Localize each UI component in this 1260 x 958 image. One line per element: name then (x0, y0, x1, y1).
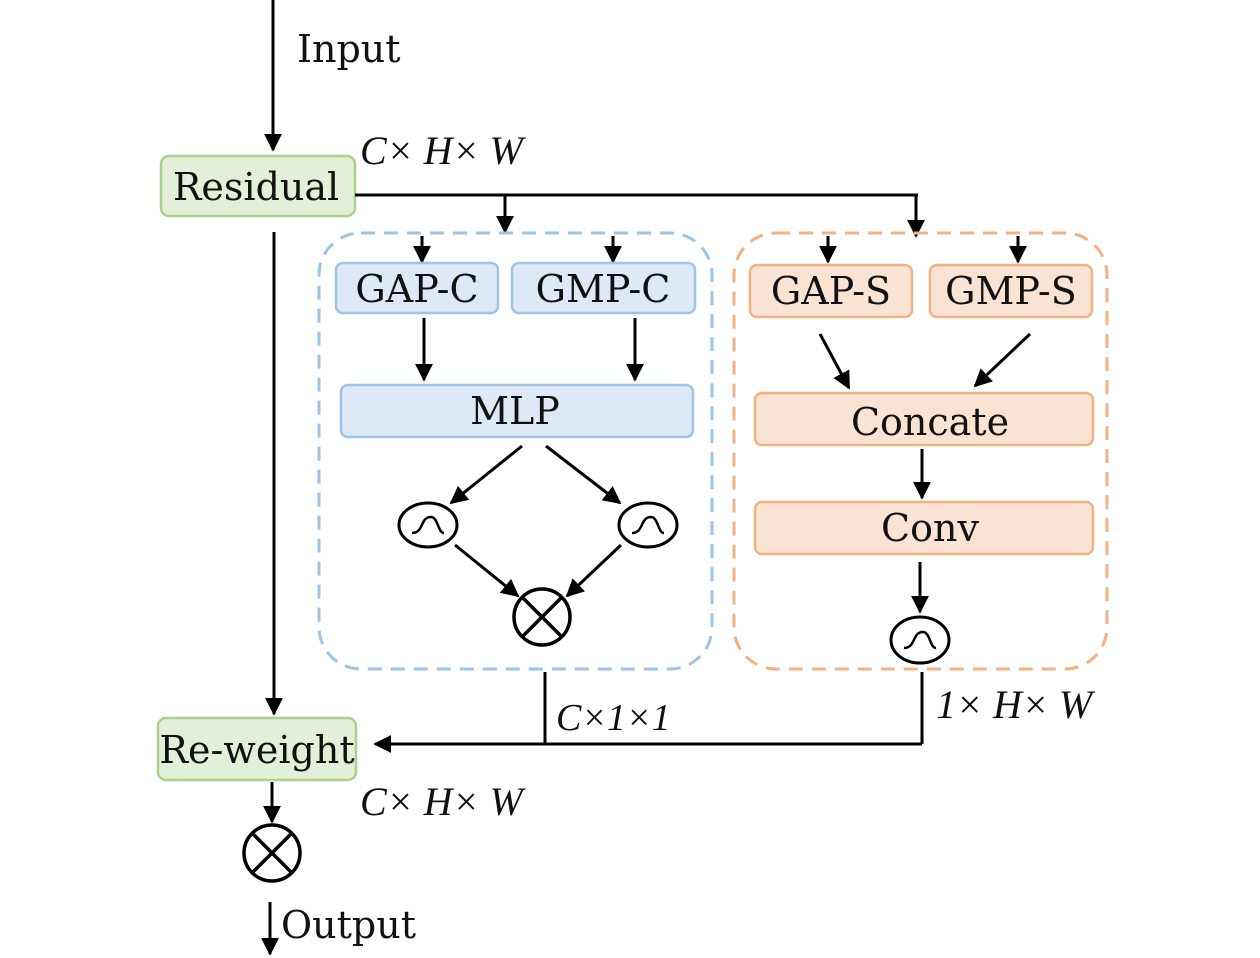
output-label: Output (281, 903, 416, 947)
residual-label: Residual (173, 165, 339, 209)
sigmoid-left-to-multiply-arrow (454, 543, 520, 598)
channel-multiply-icon (512, 587, 572, 647)
residual-dim-label: C× H× W (360, 128, 527, 173)
gmp-s-to-concate-arrow (973, 332, 1032, 388)
concate-block (753, 391, 1095, 447)
input-label: Input (297, 27, 401, 71)
mlp-to-sigmoid-right-arrow (545, 444, 622, 505)
gmp-s-block (928, 263, 1094, 319)
concate-label: Concate (851, 400, 1009, 444)
spatial-attention-box (732, 231, 1109, 671)
reweight-block (156, 716, 358, 782)
gmp-c-label: GMP-C (536, 267, 671, 311)
gap-s-to-concate-arrow (818, 333, 851, 390)
conv-block (753, 500, 1095, 556)
conv-label: Conv (881, 506, 979, 550)
gmp-s-label: GMP-S (945, 269, 1077, 313)
sigmoid-left-icon (397, 501, 459, 549)
reweight-dim-label: C× H× W (360, 779, 527, 824)
sigmoid-right-icon (617, 501, 679, 549)
gmp-c-block (510, 261, 697, 315)
output-multiply-icon (242, 823, 302, 883)
channel-attn-dim-label: C×1×1 (556, 697, 671, 739)
gap-s-block (748, 263, 914, 319)
mlp-label: MLP (470, 389, 560, 433)
reweight-label: Re-weight (159, 728, 354, 772)
gap-c-label: GAP-C (355, 267, 478, 311)
gap-s-label: GAP-S (771, 269, 891, 313)
channel-attention-box (317, 231, 714, 671)
sigmoid-spatial-icon (889, 615, 951, 665)
sigmoid-right-to-multiply-arrow (565, 543, 623, 598)
gap-c-block (334, 261, 500, 315)
residual-block (159, 154, 357, 218)
mlp-to-sigmoid-left-arrow (449, 444, 523, 505)
spatial-attn-dim-label: 1× H× W (936, 682, 1096, 727)
mlp-block (339, 383, 695, 439)
